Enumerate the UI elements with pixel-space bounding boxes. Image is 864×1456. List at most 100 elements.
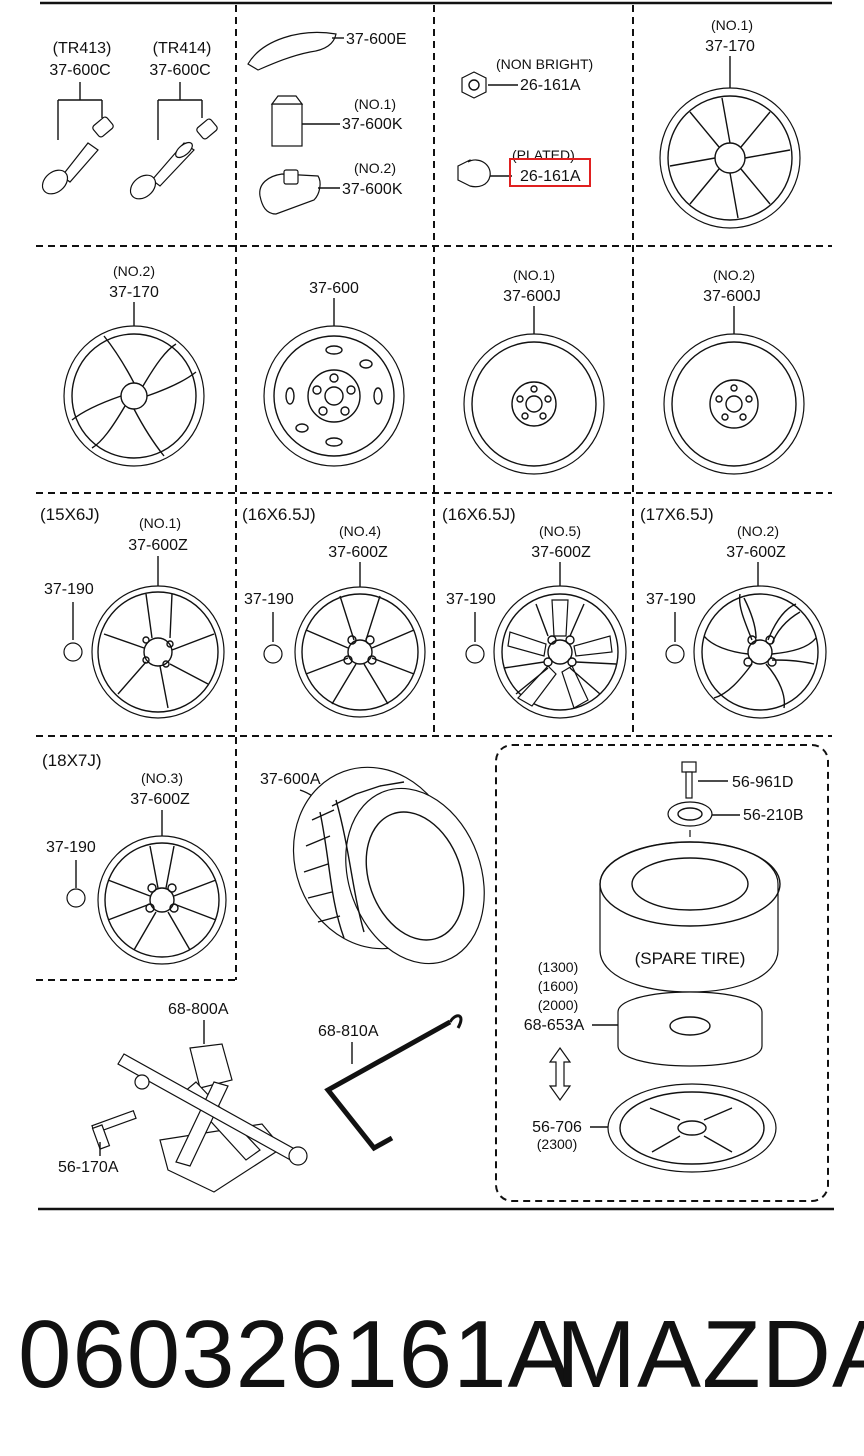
center-cap-icon [465,644,485,664]
jack-and-handle: 68-800A 56-170A 68-810A [58,1001,463,1193]
label-37-600k-a: 37-600K [342,116,403,133]
alloy-wheel-icon [97,835,227,965]
adhesive-weight-icon [270,95,304,147]
label-56-706: 56-706 [532,1119,582,1136]
label-68-653a: 68-653A [524,1017,585,1034]
label-37-600e: 37-600E [346,31,407,48]
alloy-wheel-icon [693,585,827,719]
label-1600: (1600) [538,978,578,994]
label-no4: (NO.4) [339,523,381,539]
alloy-wheel-no3: (18X7J) (NO.3) 37-600Z 37-190 [42,751,227,965]
double-arrow-icon [548,1046,572,1102]
valve-stem-icon [41,116,114,195]
scissor-jack-icon [117,1043,308,1193]
label-68-800a: 68-800A [168,1001,229,1018]
label-2000: (2000) [538,997,578,1013]
label-37-600c-b: 37-600C [149,62,210,79]
clip-weight-icon [247,31,337,71]
label-37-190: 37-190 [446,591,496,608]
highlight-box [509,158,591,187]
alloy-wheel-no2: (17X6.5J) (NO.2) 37-600Z 37-190 [640,505,827,719]
steel-wheel-j2: (NO.2) 37-600J [663,267,805,475]
label-non-bright: (NON BRIGHT) [496,56,593,72]
part-number: 060326161A [18,1301,573,1408]
label-37-190: 37-190 [244,591,294,608]
label-56-961d: 56-961D [732,774,793,791]
alloy-wheel-no1: (15X6J) (NO.1) 37-600Z 37-190 [40,505,225,719]
label-tr414: (TR414) [153,40,212,57]
spare-tire-kit: 56-961D 56-210B (SPARE TIRE) (1300) (160… [524,761,804,1173]
balance-weights: 37-600E (NO.1) 37-600K (NO.2) 37-600K [247,31,407,215]
steel-wheel-icon [463,333,605,475]
label-no2: (NO.2) [737,523,779,539]
label-size: (17X6.5J) [640,505,714,524]
label-size: (18X7J) [42,751,102,770]
parts-diagram: (TR413) 37-600C (TR414) 37-600C 37-600E … [36,1,834,1211]
label-37-600z: 37-600Z [328,544,388,561]
valve-stems: (TR413) 37-600C (TR414) 37-600C [41,40,218,200]
label-56-210b: 56-210B [743,807,804,824]
wheel-cover-1: (NO.1) 37-170 [659,17,801,229]
spare-tire-icon [599,841,781,993]
lug-nut-icon [457,159,491,188]
label-37-600j: 37-600J [503,288,561,305]
alloy-wheel-icon [91,585,225,719]
steel-wheel-icon [263,325,405,467]
clip-weight-icon [259,169,321,215]
label-no2: (NO.2) [713,267,755,283]
label-37-600: 37-600 [309,280,359,297]
washer-icon [667,801,713,827]
label-37-600k-b: 37-600K [342,181,403,198]
label-26-161a-b: 26-161A [520,168,581,185]
center-cap-icon [63,642,83,662]
label-no2: (NO.2) [113,263,155,279]
jack-handle-icon [324,1014,463,1152]
label-no1: (NO.1) [354,96,396,112]
label-37-600c-a: 37-600C [49,62,110,79]
label-1300: (1300) [538,959,578,975]
steel-wheel: 37-600 [263,280,405,467]
footer: 060326161A MAZDA [0,1290,864,1420]
brand-name: MAZDA [556,1301,864,1408]
wheel-cover-icon [659,87,801,229]
wheel-cover-2: (NO.2) 37-170 [63,263,205,467]
label-37-170: 37-170 [705,38,755,55]
label-tr413: (TR413) [53,40,112,57]
label-size: (16X6.5J) [242,505,316,524]
alloy-wheel-icon [493,585,627,719]
label-spare-tire: (SPARE TIRE) [635,949,746,968]
center-cap-icon [665,644,685,664]
steel-wheel-j1: (NO.1) 37-600J [463,267,605,475]
label-37-600z: 37-600Z [130,791,190,808]
label-37-600z: 37-600Z [128,537,188,554]
tire-icon [292,766,485,965]
label-37-170: 37-170 [109,284,159,301]
foam-tray-icon [617,991,763,1067]
label-37-190: 37-190 [44,581,94,598]
tire-cover-board-icon [607,1083,777,1173]
alloy-wheel-no4: (16X6.5J) (NO.4) 37-600Z 37-190 [242,505,426,718]
label-size: (16X6.5J) [442,505,516,524]
label-no3: (NO.3) [141,770,183,786]
label-2300: (2300) [537,1136,577,1152]
label-37-600a: 37-600A [260,771,321,788]
lug-nut-icon [461,71,487,99]
label-37-600j: 37-600J [703,288,761,305]
label-no1: (NO.1) [139,515,181,531]
label-no1: (NO.1) [513,267,555,283]
label-no5: (NO.5) [539,523,581,539]
label-37-190: 37-190 [646,591,696,608]
label-26-161a-a: 26-161A [520,77,581,94]
label-37-190: 37-190 [46,839,96,856]
valve-stem-icon [129,118,218,200]
steel-wheel-icon [663,333,805,475]
grid-dividers [36,5,832,1202]
bolt-icon [681,761,697,799]
center-cap-icon [66,888,86,908]
label-68-810a: 68-810A [318,1023,379,1040]
label-no1: (NO.1) [711,17,753,33]
label-no2: (NO.2) [354,160,396,176]
alloy-wheel-no5: (16X6.5J) (NO.5) 37-600Z 37-190 [442,505,627,719]
center-cap-icon [263,644,283,664]
label-37-600z: 37-600Z [726,544,786,561]
